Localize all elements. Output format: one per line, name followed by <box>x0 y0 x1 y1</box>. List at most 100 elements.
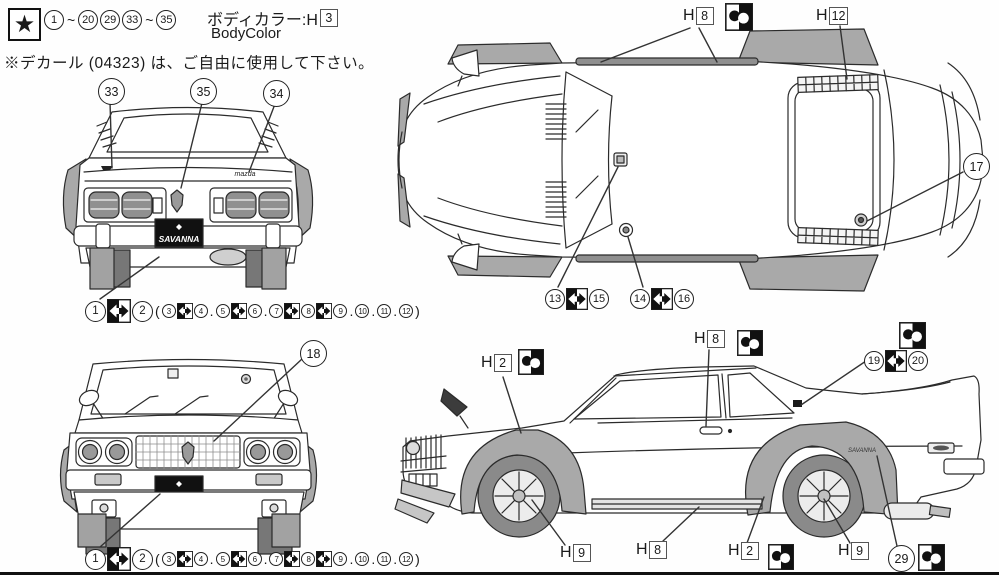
arrow-swatch-icon <box>176 303 193 319</box>
h-code-box: 2 <box>493 354 512 372</box>
rear-license-plate-text: SAVANNA <box>159 234 200 244</box>
h-prefix: H <box>838 542 850 559</box>
circled-number: 20 <box>78 10 99 30</box>
arrow-swatch-icon <box>107 547 131 571</box>
circled-number: 1 <box>44 10 64 30</box>
arrow-swatch-icon <box>284 551 301 567</box>
sheet-bottom-border <box>0 572 999 575</box>
callout-33: 33 <box>98 78 125 105</box>
circled-number: 1 <box>85 548 106 570</box>
star-icon: ★ <box>8 8 41 41</box>
separator: . <box>263 303 268 319</box>
h-prefix: H <box>694 330 706 347</box>
h-code-box: 8 <box>648 541 667 559</box>
dot-swatch-icon <box>737 330 763 356</box>
dot-swatch-icon <box>768 544 794 570</box>
circled-number: 6 <box>247 304 262 318</box>
separator: . <box>209 551 214 567</box>
arrow-swatch-icon <box>284 303 301 319</box>
top-view <box>397 28 984 292</box>
arrow-swatch-icon <box>176 551 193 567</box>
circled-number: 13 <box>545 289 565 309</box>
h-code-box: 2 <box>740 542 759 560</box>
body-color-english: BodyColor <box>211 25 282 42</box>
circled-number: 14 <box>630 289 650 309</box>
circled-number: 12 <box>399 304 414 318</box>
h-code-box: 9 <box>850 542 869 560</box>
callout-34: 34 <box>263 80 290 107</box>
circled-number: 3 <box>161 552 176 566</box>
arrow-swatch-icon <box>230 303 247 319</box>
circled-number: 33 <box>122 10 143 30</box>
circled-number: 5 <box>215 552 230 566</box>
circled-number: 7 <box>269 552 284 566</box>
separator: . <box>349 551 354 567</box>
h-prefix: H <box>683 7 695 24</box>
separator: ) <box>415 303 420 319</box>
dot-swatch-icon <box>518 349 544 375</box>
body-color-code-box: 3 <box>319 9 338 27</box>
circled-number: 2 <box>132 300 153 322</box>
circled-number: 7 <box>269 304 284 318</box>
h-prefix: H <box>728 542 740 559</box>
arrow-swatch-icon <box>316 303 333 319</box>
separator: . <box>349 303 354 319</box>
arrow-swatch-icon <box>230 551 247 567</box>
circled-number: 10 <box>355 304 370 318</box>
callout-17: 17 <box>963 153 990 180</box>
circled-number: 2 <box>132 548 153 570</box>
separator: ) <box>415 551 420 567</box>
h-prefix: H <box>636 541 648 558</box>
circled-number: 16 <box>674 289 694 309</box>
circled-number: 20 <box>908 351 928 371</box>
separator: . <box>371 303 376 319</box>
rear-view: mazda SAVANNA <box>62 106 314 290</box>
side-view: SAVANNA <box>394 365 985 538</box>
circled-number: 8 <box>301 304 316 318</box>
circled-number: 35 <box>156 10 177 30</box>
side-stripe-decal-text: SAVANNA <box>848 448 876 454</box>
circled-number: 1 <box>85 300 106 322</box>
decal-pair-13-15: 13 15 <box>545 288 609 310</box>
front-view: SAVANNA <box>59 358 318 555</box>
circled-number: 11 <box>377 552 392 566</box>
circled-number: 3 <box>161 304 176 318</box>
arrow-swatch-icon <box>651 288 673 310</box>
separator: ~ <box>145 12 154 28</box>
circled-number: 15 <box>589 289 609 309</box>
rear-badge-text: mazda <box>234 171 255 178</box>
circled-number: 19 <box>864 351 884 371</box>
circled-number: 4 <box>193 304 208 318</box>
dot-swatch-icon <box>918 544 945 571</box>
h-prefix: H <box>816 7 828 24</box>
separator: . <box>393 303 398 319</box>
leader-lines <box>99 25 964 548</box>
h-code-box: 8 <box>706 330 725 348</box>
dot-swatch-icon <box>899 322 926 349</box>
h-code-box: 12 <box>828 7 849 25</box>
circled-number: 10 <box>355 552 370 566</box>
separator: . <box>263 551 268 567</box>
circled-number: 5 <box>215 304 230 318</box>
decal-pair-14-16: 14 16 <box>630 288 694 310</box>
h-prefix: H <box>560 544 572 561</box>
arrow-swatch-icon <box>566 288 588 310</box>
circled-number: 11 <box>377 304 392 318</box>
circled-number: 9 <box>333 552 348 566</box>
circled-number: 12 <box>399 552 414 566</box>
separator: ~ <box>67 12 76 28</box>
separator: . <box>393 551 398 567</box>
